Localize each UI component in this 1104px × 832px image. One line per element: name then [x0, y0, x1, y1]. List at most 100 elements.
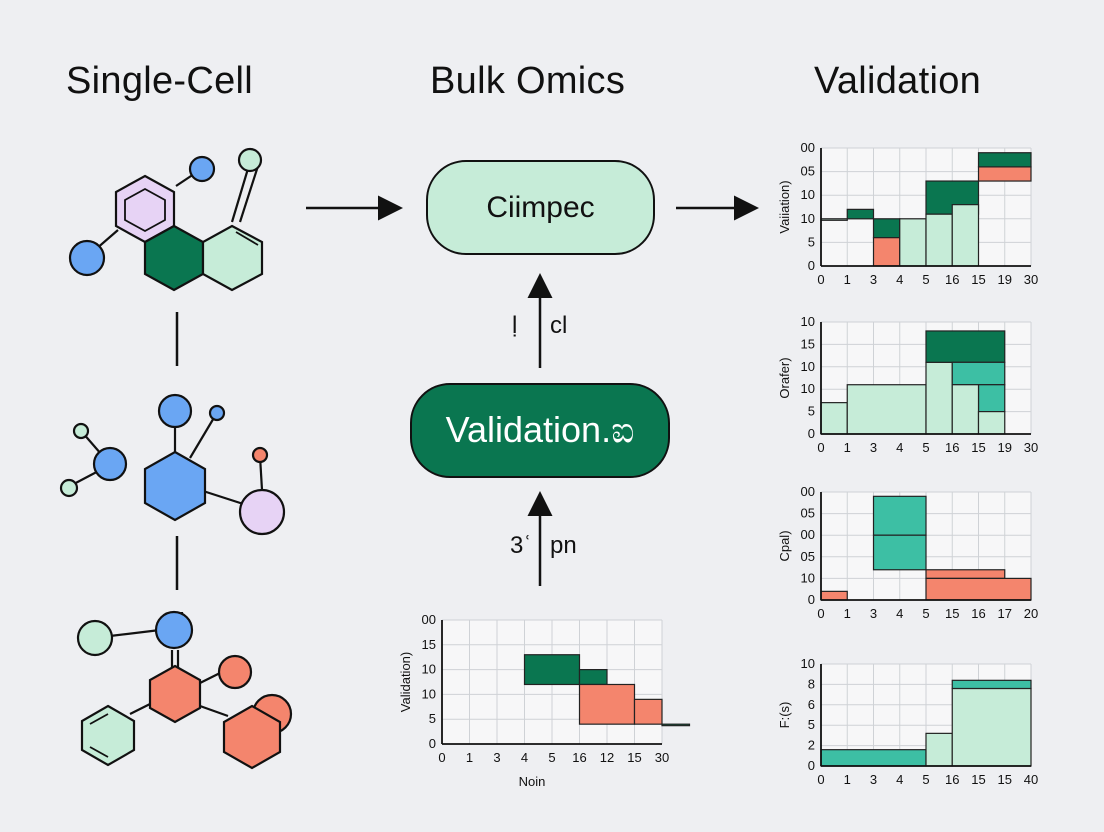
y-tick-label: 10	[801, 381, 815, 396]
y-tick-label: 10	[801, 656, 815, 671]
bar-segment	[925, 330, 1006, 363]
y-tick-label: 00	[801, 527, 815, 542]
x-tick-label: 1	[844, 606, 851, 621]
x-tick-label: 15	[971, 272, 985, 287]
bar-segment	[951, 384, 980, 435]
x-tick-label: 5	[548, 750, 555, 765]
y-tick-label: 10	[801, 211, 815, 226]
molecule-3	[76, 610, 293, 770]
y-axis-label: Cpal)	[777, 530, 792, 561]
bar-segment	[951, 679, 1032, 690]
bar-segment	[951, 687, 1032, 767]
y-tick-label: 0	[808, 592, 815, 607]
y-axis-label: Orafer)	[777, 357, 792, 398]
bar-segment	[899, 218, 927, 267]
y-tick-label: 5	[808, 234, 815, 249]
edge-label-upper-left: ḷ	[512, 312, 518, 339]
x-tick-label: 5	[922, 772, 929, 787]
bar-segment	[820, 590, 848, 601]
bar-segment	[872, 534, 927, 571]
bar-segment	[977, 411, 1006, 435]
node-middle: Validation.ಐ	[410, 383, 670, 478]
bar-segment	[578, 668, 608, 686]
x-tick-label: 15	[945, 606, 959, 621]
x-tick-label: 16	[945, 772, 959, 787]
x-tick-label: 30	[1024, 440, 1038, 455]
x-tick-label: 0	[817, 772, 824, 787]
y-tick-label: 5	[429, 711, 436, 726]
y-tick-label: 00	[801, 140, 815, 155]
molecule-2	[59, 393, 286, 536]
bar-segment	[925, 361, 953, 435]
node-top-label: Ciimpec	[486, 190, 595, 224]
bar-segment	[872, 218, 901, 239]
edge-label-lower-right: pn	[550, 532, 577, 559]
x-tick-label: 16	[971, 606, 985, 621]
x-tick-label: 5	[922, 606, 929, 621]
x-tick-label: 12	[600, 750, 614, 765]
y-tick-label: 05	[801, 506, 815, 521]
bar-segment	[977, 166, 1032, 182]
y-axis-label: Validation)	[398, 652, 413, 712]
y-tick-label: 10	[422, 662, 436, 677]
title-single-cell: Single-Cell	[66, 60, 254, 102]
bar-segment	[977, 384, 1006, 413]
bar-segment	[951, 361, 1006, 386]
bar-segment	[661, 723, 691, 727]
y-tick-label: 2	[808, 738, 815, 753]
y-tick-label: 10	[801, 570, 815, 585]
y-tick-label: 5	[808, 404, 815, 419]
x-tick-label: 15	[971, 772, 985, 787]
x-tick-label: 19	[998, 272, 1012, 287]
x-tick-label: 15	[998, 772, 1012, 787]
x-tick-label: 3	[870, 606, 877, 621]
bar-segment	[820, 402, 848, 435]
bar-segment	[633, 698, 663, 725]
x-tick-label: 0	[817, 272, 824, 287]
y-axis-label: F:(s)	[777, 702, 792, 729]
x-tick-label: 4	[896, 440, 903, 455]
x-tick-label: 4	[896, 606, 903, 621]
bar-segment	[925, 213, 953, 267]
x-tick-label: 16	[945, 440, 959, 455]
bar-segment	[846, 384, 927, 435]
x-tick-label: 3	[870, 272, 877, 287]
node-top: Ciimpec	[426, 160, 655, 255]
title-validation: Validation	[814, 60, 982, 102]
x-tick-label: 3	[870, 772, 877, 787]
x-tick-label: 4	[896, 272, 903, 287]
x-axis-label: Noin	[519, 774, 546, 789]
y-tick-label: 00	[422, 612, 436, 627]
x-tick-label: 5	[922, 440, 929, 455]
x-tick-label: 3	[870, 440, 877, 455]
bar-segment	[846, 208, 875, 220]
x-tick-label: 5	[922, 272, 929, 287]
y-tick-label: 10	[801, 314, 815, 329]
y-tick-label: 6	[808, 697, 815, 712]
node-middle-label: Validation.ಐ	[445, 409, 635, 450]
y-tick-label: 10	[801, 187, 815, 202]
x-tick-label: 15	[627, 750, 641, 765]
x-tick-label: 16	[945, 272, 959, 287]
x-tick-label: 4	[896, 772, 903, 787]
x-tick-label: 1	[844, 272, 851, 287]
y-tick-label: 10	[422, 686, 436, 701]
y-tick-label: 0	[808, 426, 815, 441]
y-tick-label: 05	[801, 549, 815, 564]
x-tick-label: 15	[971, 440, 985, 455]
x-tick-label: 19	[998, 440, 1012, 455]
x-tick-label: 40	[1024, 772, 1038, 787]
x-tick-label: 16	[572, 750, 586, 765]
x-tick-label: 30	[655, 750, 669, 765]
bar-segment	[977, 152, 1032, 168]
x-tick-label: 4	[521, 750, 528, 765]
bar-segment	[820, 218, 848, 221]
x-tick-label: 30	[1024, 272, 1038, 287]
y-tick-label: 8	[808, 676, 815, 691]
